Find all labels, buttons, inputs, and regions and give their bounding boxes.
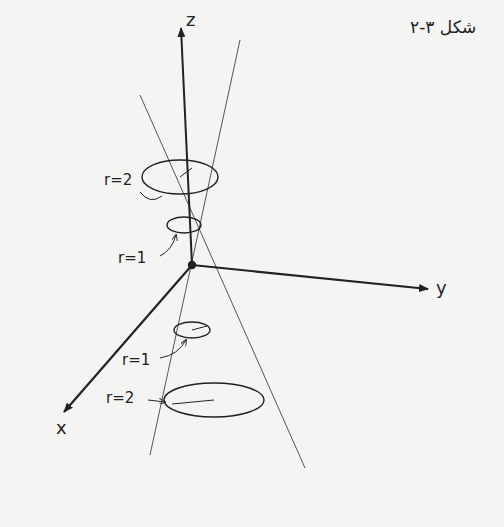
cone-line <box>150 40 240 455</box>
leader-line <box>160 340 186 358</box>
figure-caption: شکل ۳-۲ <box>410 18 476 37</box>
leader-line <box>160 235 176 256</box>
radius-label: r=1 <box>122 352 150 369</box>
radius <box>180 168 192 177</box>
z-axis <box>181 28 192 265</box>
radius <box>192 326 207 330</box>
axis-label: x <box>56 418 67 438</box>
radius-label: r=2 <box>106 390 134 407</box>
radius <box>172 400 214 404</box>
radius-label: r=2 <box>104 172 132 189</box>
circle-r1-top <box>167 217 201 233</box>
leader-line <box>140 192 162 200</box>
radius-label: r=1 <box>118 250 146 267</box>
leader-line <box>148 400 165 402</box>
axis-label: y <box>436 278 447 298</box>
circle-r2-top <box>142 160 218 194</box>
axis-label: z <box>186 10 195 30</box>
y-axis <box>192 265 428 289</box>
origin-dot <box>189 262 196 269</box>
circle-r2-bottom <box>164 383 264 417</box>
circle-r1-bottom <box>174 322 210 338</box>
cone-line <box>140 95 305 468</box>
